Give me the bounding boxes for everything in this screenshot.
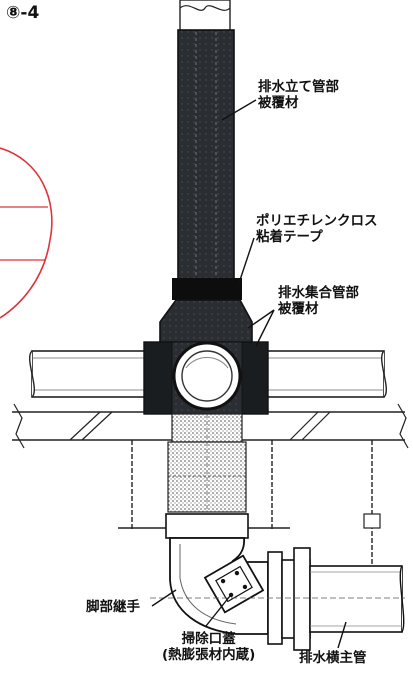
collector-joint-body [143, 299, 269, 415]
label-tape: ポリエチレンクロス 粘着テープ [256, 213, 378, 245]
label-joint-covering: 排水集合管部 被覆材 [278, 285, 359, 317]
label-stack-covering: 排水立て管部 被覆材 [258, 79, 339, 111]
label-foot-fitting: 脚部継手 [86, 599, 140, 615]
label-stack-covering-line1: 排水立て管部 [258, 79, 339, 95]
polyethylene-tape-band [172, 278, 242, 300]
red-annotation-arc [0, 147, 53, 319]
leader-lines [151, 99, 347, 649]
label-joint-covering-line1: 排水集合管部 [278, 285, 359, 301]
label-cleanout-cap-line2: (熱膨張材内蔵) [162, 646, 256, 663]
main-horizontal-pipe [150, 547, 405, 651]
label-cleanout-cap: 掃除口蓋 (熱膨張材内蔵) [162, 631, 256, 663]
fire-stop-section [167, 413, 247, 513]
vertical-stack-pipe [177, 0, 235, 281]
cleanout-cap [203, 554, 265, 614]
label-joint-covering-line2: 被覆材 [278, 300, 319, 317]
label-stack-covering-line2: 被覆材 [258, 94, 299, 111]
label-tape-line1: ポリエチレンクロス [256, 213, 378, 229]
label-tape-line2: 粘着テープ [256, 228, 323, 245]
figure-number: ⑧-4 [6, 3, 40, 23]
label-cleanout-cap-line1: 掃除口蓋 [181, 631, 236, 647]
label-main-pipe: 排水横主管 [299, 650, 367, 666]
